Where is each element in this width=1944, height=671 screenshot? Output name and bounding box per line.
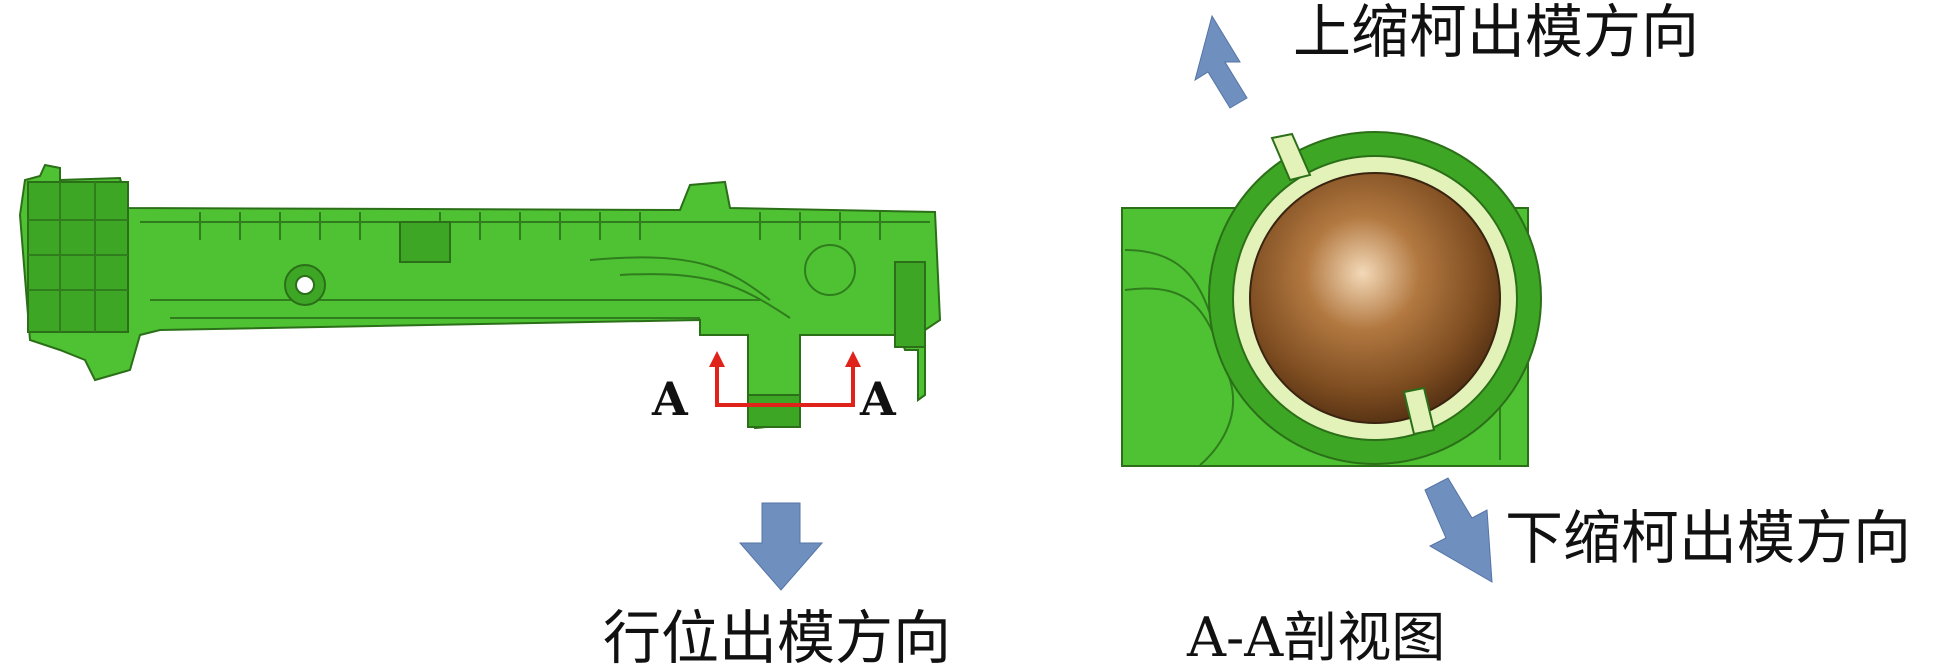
section-view	[1121, 131, 1542, 467]
section-mark-right: A	[859, 372, 897, 426]
section-line-a-a: A A	[651, 351, 897, 426]
section-mark-left: A	[651, 372, 689, 426]
upper-slider-direction-label: 上缩柯出模方向	[1293, 0, 1699, 66]
lower-slider-direction-label: 下缩柯出模方向	[1505, 504, 1911, 572]
slide-direction-label: 行位出模方向	[603, 604, 951, 671]
slide-direction-arrow	[738, 502, 824, 591]
section-view-title: A-A剖视图	[1186, 606, 1445, 669]
lower-slider-arrow	[1424, 477, 1493, 583]
pipe-part-side-view	[18, 163, 942, 430]
upper-slider-arrow	[1194, 14, 1248, 109]
